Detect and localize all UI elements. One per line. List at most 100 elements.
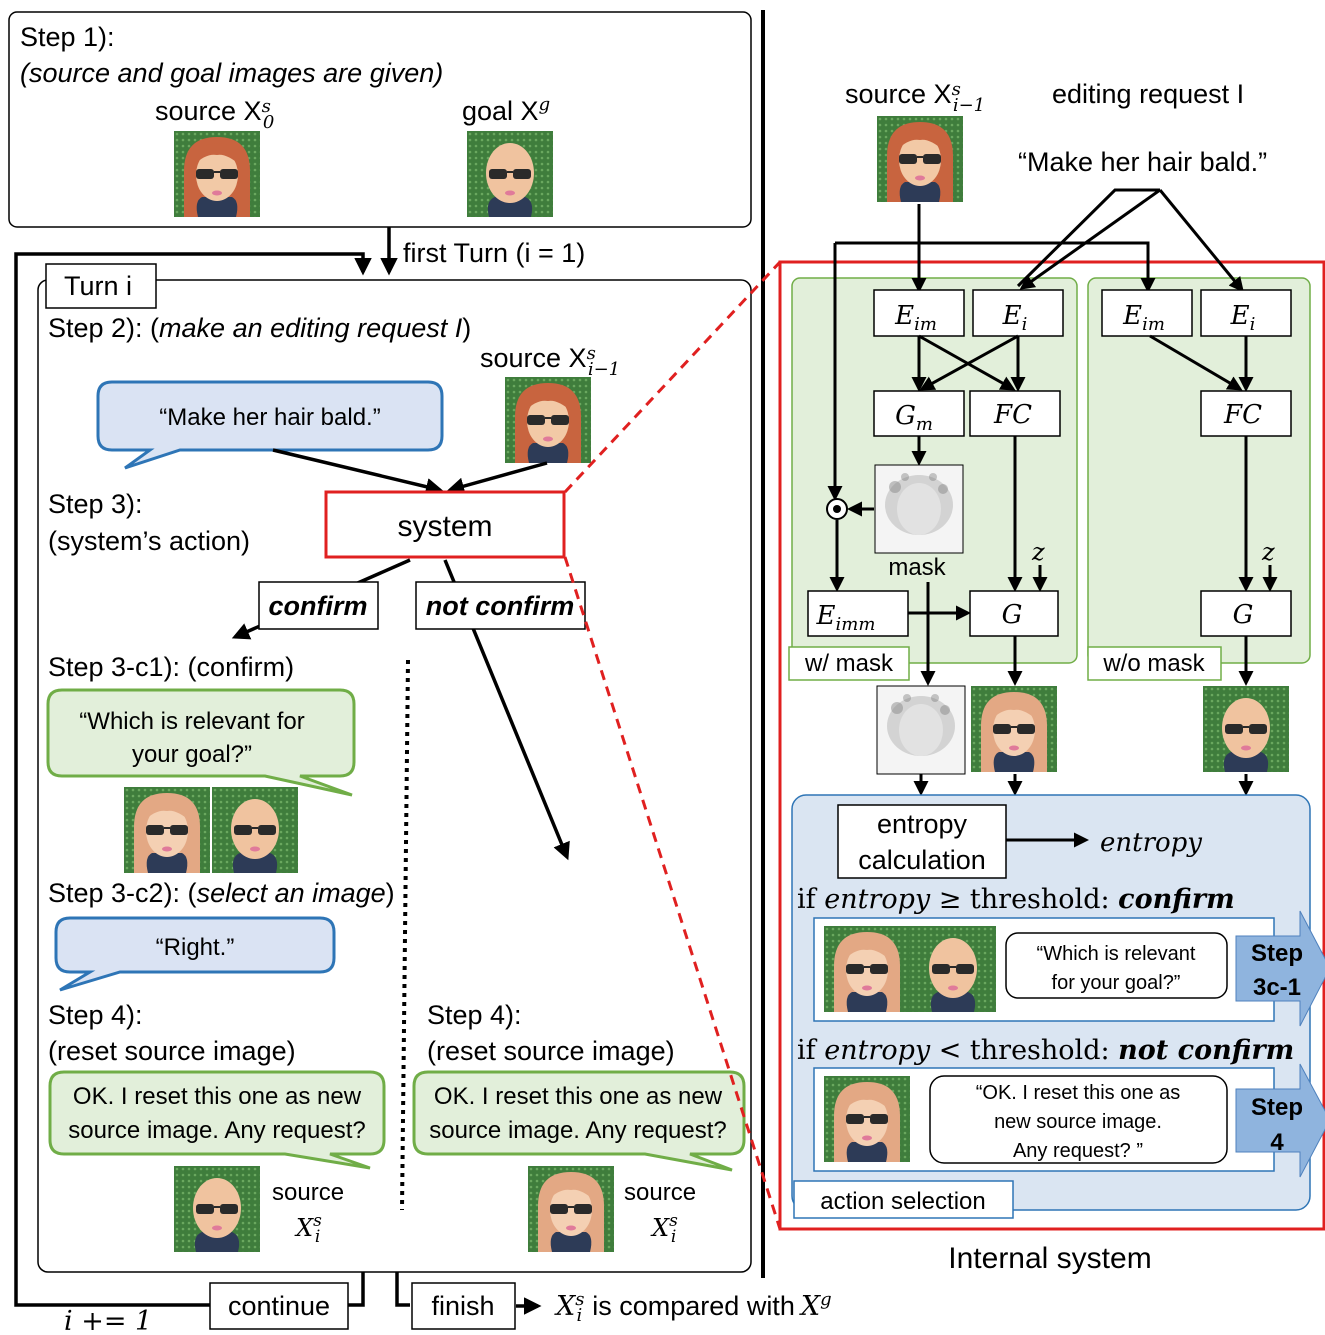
speech-ok-left-line1: OK. I reset this one as new bbox=[73, 1083, 362, 1110]
e-imm-label: Eimm bbox=[816, 601, 876, 635]
g-box bbox=[969, 590, 1059, 637]
confirm-example-hair bbox=[823, 925, 911, 1013]
zoom-line-top bbox=[563, 260, 782, 494]
step4-right-subtitle: (reset source image) bbox=[427, 1036, 675, 1066]
z-label-1: z bbox=[1031, 538, 1045, 566]
continue-box bbox=[209, 1282, 349, 1330]
step1-panel: Step 1): (source and goal images are giv… bbox=[8, 11, 752, 228]
not-confirm-example-image bbox=[823, 1075, 911, 1163]
step1-title: Step 1): bbox=[20, 22, 115, 52]
first-turn-label: first Turn (i = 1) bbox=[403, 238, 585, 268]
source-to-system-arrow bbox=[446, 461, 548, 495]
eim-to-fc-arrow bbox=[918, 334, 1016, 391]
speech-which-line1: “Which is relevant for bbox=[79, 708, 304, 735]
speech-ok-right-line1: OK. I reset this one as new bbox=[434, 1083, 723, 1110]
e-imm-box bbox=[807, 590, 909, 637]
e-i2-label: Ei bbox=[1230, 301, 1256, 335]
request-to-ei-arrow bbox=[1019, 188, 1161, 290]
system-label: system bbox=[397, 510, 492, 543]
e-im2-box bbox=[1101, 289, 1193, 337]
request-to-ei2-arrow bbox=[1158, 189, 1244, 293]
not-confirm-label: not confirm bbox=[426, 591, 575, 621]
turn-label: Turn i bbox=[64, 271, 132, 301]
step4-left-title: Step 4): bbox=[48, 1000, 143, 1030]
output-image-unmasked bbox=[1202, 685, 1290, 773]
entropy-calc-line2: calculation bbox=[858, 845, 986, 875]
output-image-masked bbox=[970, 685, 1058, 773]
candidate-image-hair bbox=[123, 786, 211, 874]
mask-label: mask bbox=[888, 554, 946, 581]
eim2-to-fc2-arrow bbox=[1149, 334, 1243, 391]
not-confirm-box bbox=[415, 581, 586, 630]
request-split-left bbox=[1016, 188, 1160, 288]
confirm-box bbox=[258, 581, 379, 630]
new-source-image-hair bbox=[527, 1165, 615, 1253]
goal-xg-label: goal Xg bbox=[462, 94, 550, 126]
w-mask-label: w/ mask bbox=[804, 650, 894, 677]
output-mask-image bbox=[876, 685, 966, 775]
finish-box bbox=[411, 1282, 516, 1330]
speech-request-bubble: “Make her hair bald.” bbox=[96, 380, 444, 470]
finish-label: finish bbox=[431, 1291, 494, 1321]
step4-left-subtitle: (reset source image) bbox=[48, 1036, 296, 1066]
continue-line bbox=[348, 1272, 365, 1307]
wo-mask-label-box bbox=[1087, 646, 1222, 681]
system-box: system bbox=[324, 490, 566, 559]
e-i2-box bbox=[1200, 289, 1292, 337]
g-label: G bbox=[1002, 600, 1023, 630]
step3c2-label: Step 3-c2): (select an image) bbox=[48, 878, 395, 908]
action-selection-label: action selection bbox=[820, 1188, 985, 1215]
if-confirm-rule: if entropy ≥ threshold: confirm bbox=[797, 884, 1235, 915]
z-label-2: z bbox=[1261, 538, 1275, 566]
action-selection-label-box bbox=[793, 1180, 1014, 1219]
not-confirm-example-line1: “OK. I reset this one as bbox=[976, 1082, 1181, 1104]
right-source-image bbox=[876, 115, 964, 203]
zoom-line-bottom bbox=[563, 556, 782, 1230]
dotted-separator bbox=[400, 659, 410, 1211]
internal-system-caption: Internal system bbox=[948, 1242, 1151, 1275]
speech-which-line2: your goal?” bbox=[132, 741, 252, 768]
step2-label: Step 2): (make an editing request I) bbox=[48, 313, 471, 343]
confirm-label: confirm bbox=[268, 591, 367, 621]
not-confirm-example-speech bbox=[929, 1075, 1228, 1164]
request-to-system-arrow bbox=[272, 448, 444, 496]
step3c1-arrow-line2: 3c-1 bbox=[1253, 974, 1301, 1001]
increment-label: i += 1 bbox=[64, 1306, 152, 1335]
speech-ok-right-bubble: OK. I reset this one as new source image… bbox=[412, 1070, 746, 1172]
step1-subtitle: (source and goal images are given) bbox=[20, 58, 443, 88]
speech-ok-left-bubble: OK. I reset this one as new source image… bbox=[48, 1070, 386, 1170]
step3-title: Step 3): bbox=[48, 489, 143, 519]
new-source-image-bald bbox=[173, 1165, 261, 1253]
wo-mask-label: w/o mask bbox=[1102, 650, 1205, 677]
candidate-image-bald bbox=[211, 786, 299, 874]
step4-arrow-line1: Step bbox=[1251, 1094, 1303, 1121]
source-prev-image bbox=[504, 376, 592, 464]
entropy-out-label: entropy bbox=[1100, 828, 1202, 858]
fc2-label: FC bbox=[1223, 400, 1262, 430]
entropy-calc-box bbox=[837, 804, 1007, 879]
loop-back-line bbox=[14, 252, 372, 1307]
step4-arrow-line2: 4 bbox=[1270, 1129, 1284, 1156]
speech-ok-left-line2: source image. Any request? bbox=[68, 1117, 366, 1144]
continue-label: continue bbox=[228, 1291, 330, 1321]
if-not-confirm-rule: if entropy < threshold: not confirm bbox=[797, 1035, 1294, 1066]
request-quote: “Make her hair bald.” bbox=[1018, 147, 1267, 177]
speech-right-text: “Right.” bbox=[156, 934, 235, 961]
speech-which-bubble: “Which is relevant for your goal?” bbox=[46, 688, 356, 797]
new-source-label-right: source bbox=[624, 1179, 696, 1206]
e-im2-label: Eim bbox=[1122, 301, 1165, 335]
ei-to-gm-arrow bbox=[919, 334, 1019, 391]
speech-request-text: “Make her hair bald.” bbox=[159, 404, 380, 431]
step4-arrow bbox=[1235, 1063, 1325, 1178]
confirm-example-line1: “Which is relevant bbox=[1037, 943, 1196, 965]
new-source-label-left: source bbox=[272, 1179, 344, 1206]
e-im-label: Eim bbox=[894, 301, 937, 335]
g-m-label: Gm bbox=[895, 401, 933, 435]
source-to-eim2-arrow bbox=[919, 241, 1156, 293]
speech-ok-right-line2: source image. Any request? bbox=[429, 1117, 727, 1144]
